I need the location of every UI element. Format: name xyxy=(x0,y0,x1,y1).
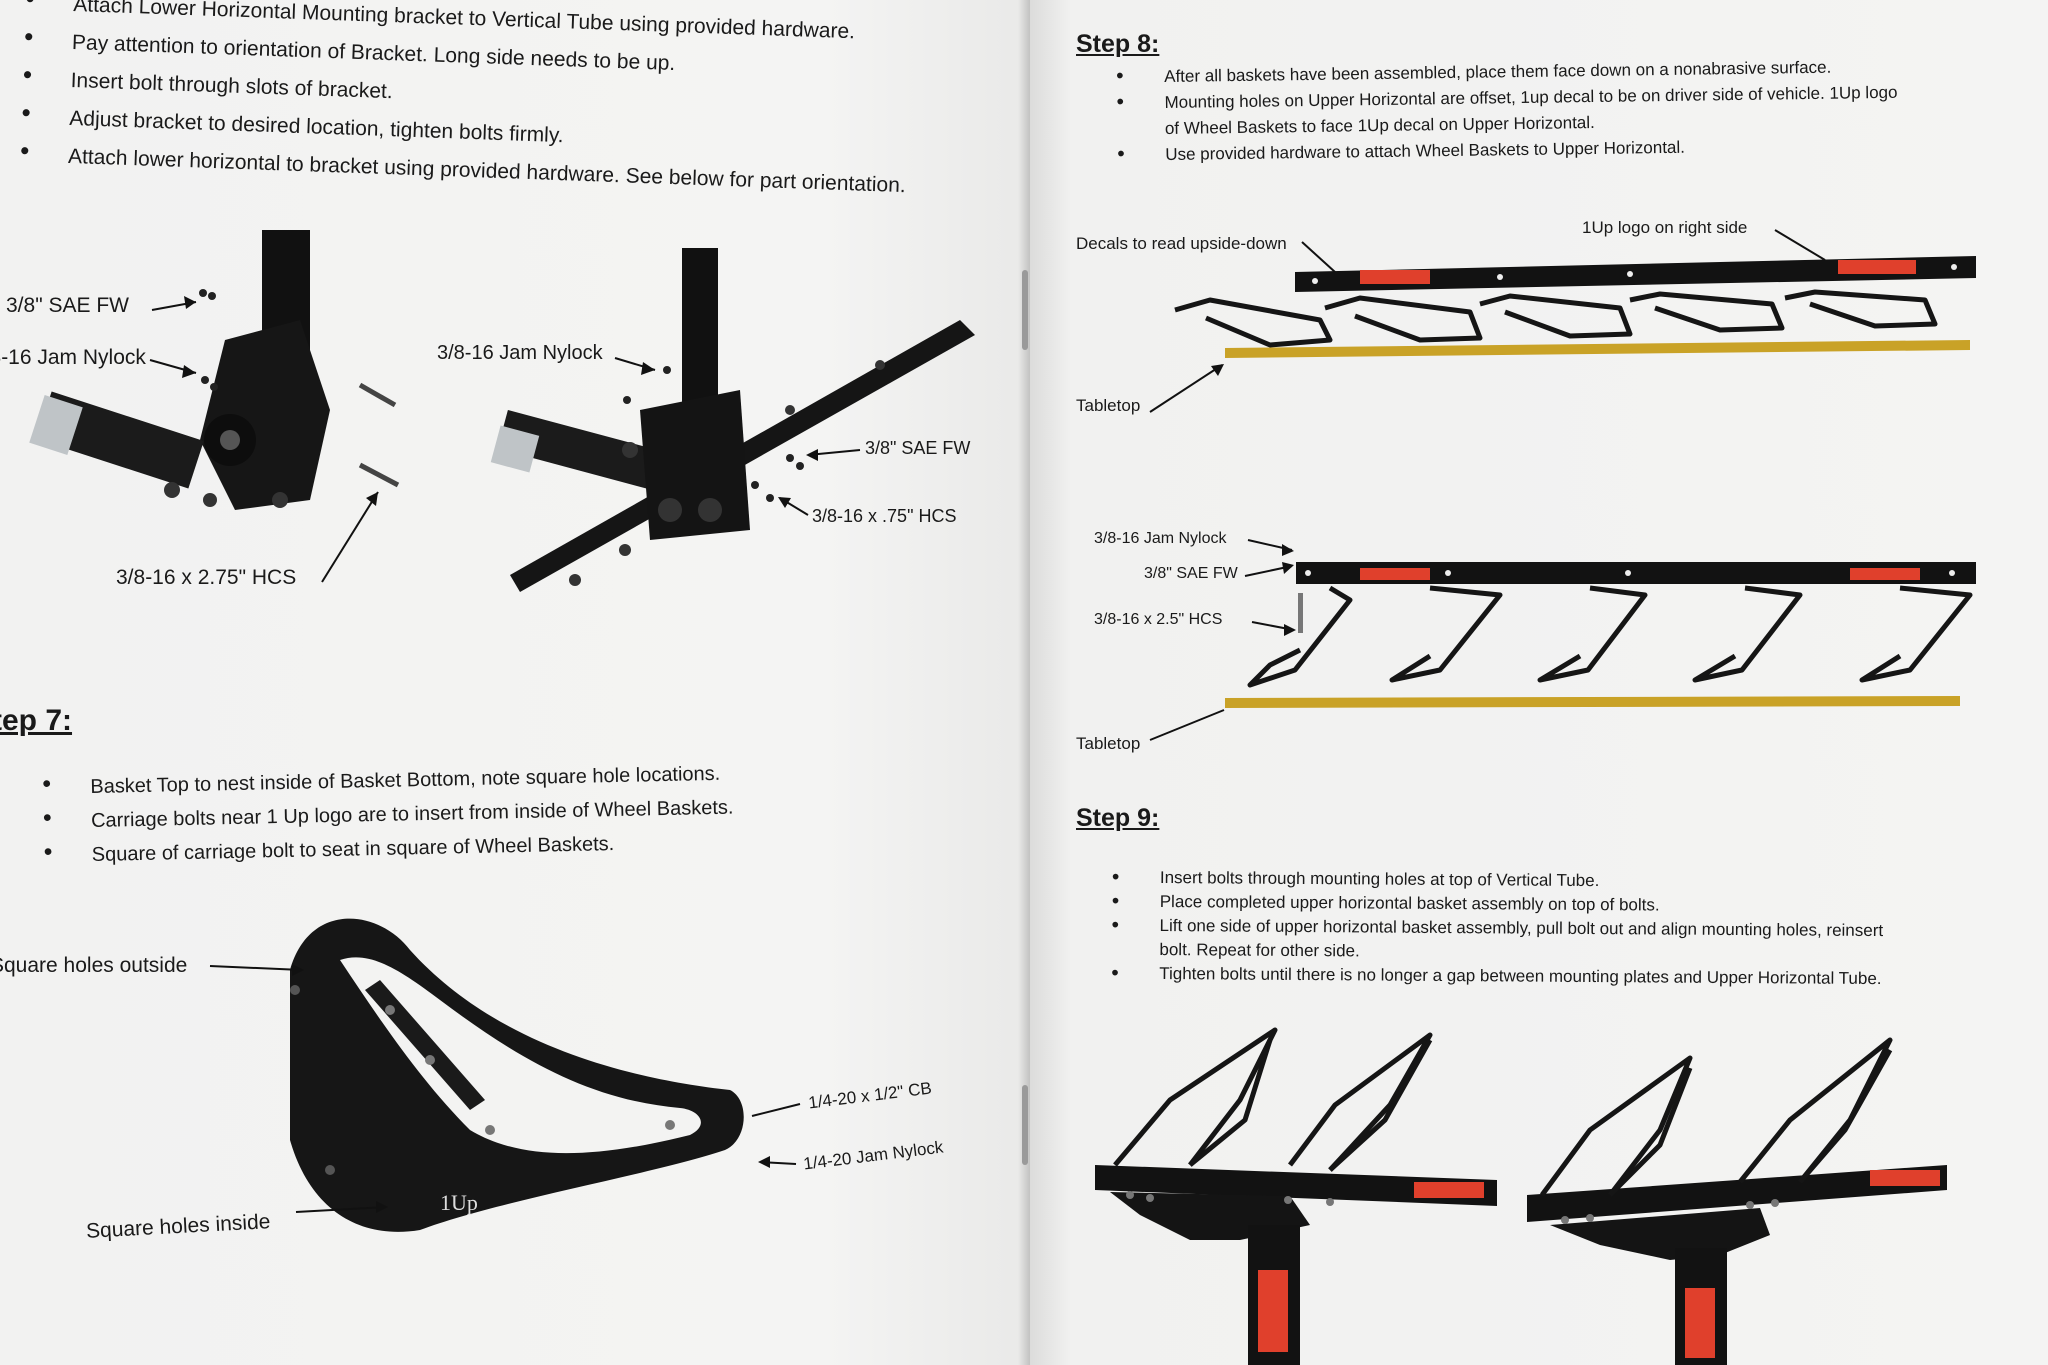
step7-heading: Step 7: xyxy=(0,704,72,738)
step7-title: Step 7: xyxy=(0,704,73,737)
completed-rack-figure xyxy=(1095,1027,1947,1365)
list-item-line: bolt. Repeat for other side. xyxy=(1159,939,1360,961)
baskets-bolted-figure xyxy=(1149,539,1976,741)
logo-side-label: 1Up logo on right side xyxy=(1582,218,1748,237)
fig1-nylock-label: 3/8-16 Jam Nylock xyxy=(0,346,146,370)
step9-heading: Step 9: xyxy=(1076,804,1160,832)
step8-heading: Step 8: xyxy=(1076,30,1160,58)
bracket-assembly-figure xyxy=(29,230,400,510)
bolted-nylock-label: 3/8-16 Jam Nylock xyxy=(1094,530,1227,547)
fig2-nylock-label: 3/8-16 Jam Nylock xyxy=(437,342,603,364)
fig2-washer-label: 3/8" SAE FW xyxy=(865,438,971,458)
step8-instruction-list: After all baskets have been assembled, p… xyxy=(1164,54,1898,168)
bolted-washer-label: 3/8" SAE FW xyxy=(1144,565,1238,582)
baskets-face-down-figure xyxy=(1149,229,1976,413)
bolted-hcs-label: 3/8-16 x 2.5" HCS xyxy=(1094,611,1223,628)
fig2-leader-lines xyxy=(614,357,861,516)
step7-leader-lines xyxy=(209,964,801,1213)
svg-text:1Up: 1Up xyxy=(440,1190,478,1215)
fig2-hcs-label: 3/8-16 x .75" HCS xyxy=(812,506,957,526)
bolted-tabletop-label: Tabletop xyxy=(1076,734,1141,753)
decals-label: Decals to read upside-down xyxy=(1076,234,1287,253)
fig1-washer-label: 3/8" SAE FW xyxy=(6,294,129,317)
fig1-leader-lines xyxy=(149,296,379,583)
staple xyxy=(1022,1085,1028,1165)
horizontal-arm-figure xyxy=(490,248,975,592)
tabletop-label: Tabletop xyxy=(1076,396,1141,415)
list-item: Tighten bolts until there is no longer a… xyxy=(1159,962,1883,991)
square-holes-outside-label: Square holes outside xyxy=(0,954,188,977)
list-item-line: of Wheel Baskets to face 1Up decal on Up… xyxy=(1164,112,1595,138)
fig1-nylock-text: 3/8-16 Jam Nylock xyxy=(0,346,146,369)
fig1-hcs-label: 3/8-16 x 2.75" HCS xyxy=(116,566,297,589)
list-item-line: Lift one side of upper horizontal basket… xyxy=(1159,915,1884,941)
step9-instruction-list: Insert bolts through mounting holes at t… xyxy=(1159,866,1883,991)
list-item: Lift one side of upper horizontal basket… xyxy=(1159,914,1883,967)
manual-page-right: Step 8: After all baskets have been asse… xyxy=(1030,0,2048,1365)
wheel-basket-figure: 1Up xyxy=(290,918,744,1232)
staple xyxy=(1022,270,1028,350)
manual-page-left: Attach Lower Horizontal Mounting bracket… xyxy=(0,0,1030,1365)
